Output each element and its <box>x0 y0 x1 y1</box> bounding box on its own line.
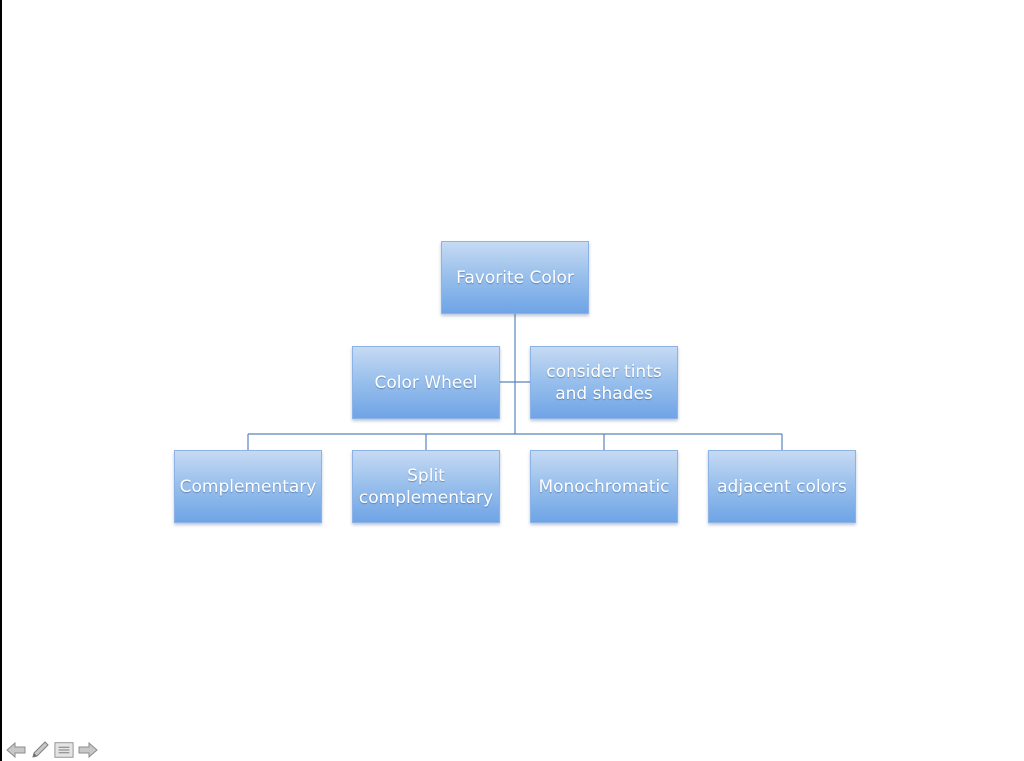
assistant-node-label: Color Wheel <box>374 372 478 393</box>
child-node-adjacent-colors[interactable]: adjacent colors <box>708 450 856 523</box>
assistant-node-tints-shades[interactable]: consider tints and shades <box>530 346 678 419</box>
child-node-complementary[interactable]: Complementary <box>174 450 322 523</box>
child-node-label: Complementary <box>179 476 317 497</box>
slide-menu-button[interactable] <box>54 741 74 759</box>
child-node-monochromatic[interactable]: Monochromatic <box>530 450 678 523</box>
next-slide-button[interactable] <box>78 741 98 759</box>
right-arrow-icon <box>78 742 98 758</box>
child-node-label: adjacent colors <box>717 476 847 497</box>
pen-icon <box>32 741 49 758</box>
root-node-label: Favorite Color <box>456 267 574 288</box>
menu-icon <box>54 742 74 758</box>
pen-tool-button[interactable] <box>30 741 50 759</box>
assistant-node-color-wheel[interactable]: Color Wheel <box>352 346 500 419</box>
assistant-node-label: consider tints and shades <box>546 361 662 404</box>
child-node-label: Split complementary <box>358 465 494 508</box>
slideshow-nav-controls <box>6 740 98 760</box>
child-node-label: Monochromatic <box>538 476 670 497</box>
previous-slide-button[interactable] <box>6 741 26 759</box>
child-node-split-complementary[interactable]: Split complementary <box>352 450 500 523</box>
left-arrow-icon <box>6 742 26 758</box>
root-node[interactable]: Favorite Color <box>441 241 589 314</box>
